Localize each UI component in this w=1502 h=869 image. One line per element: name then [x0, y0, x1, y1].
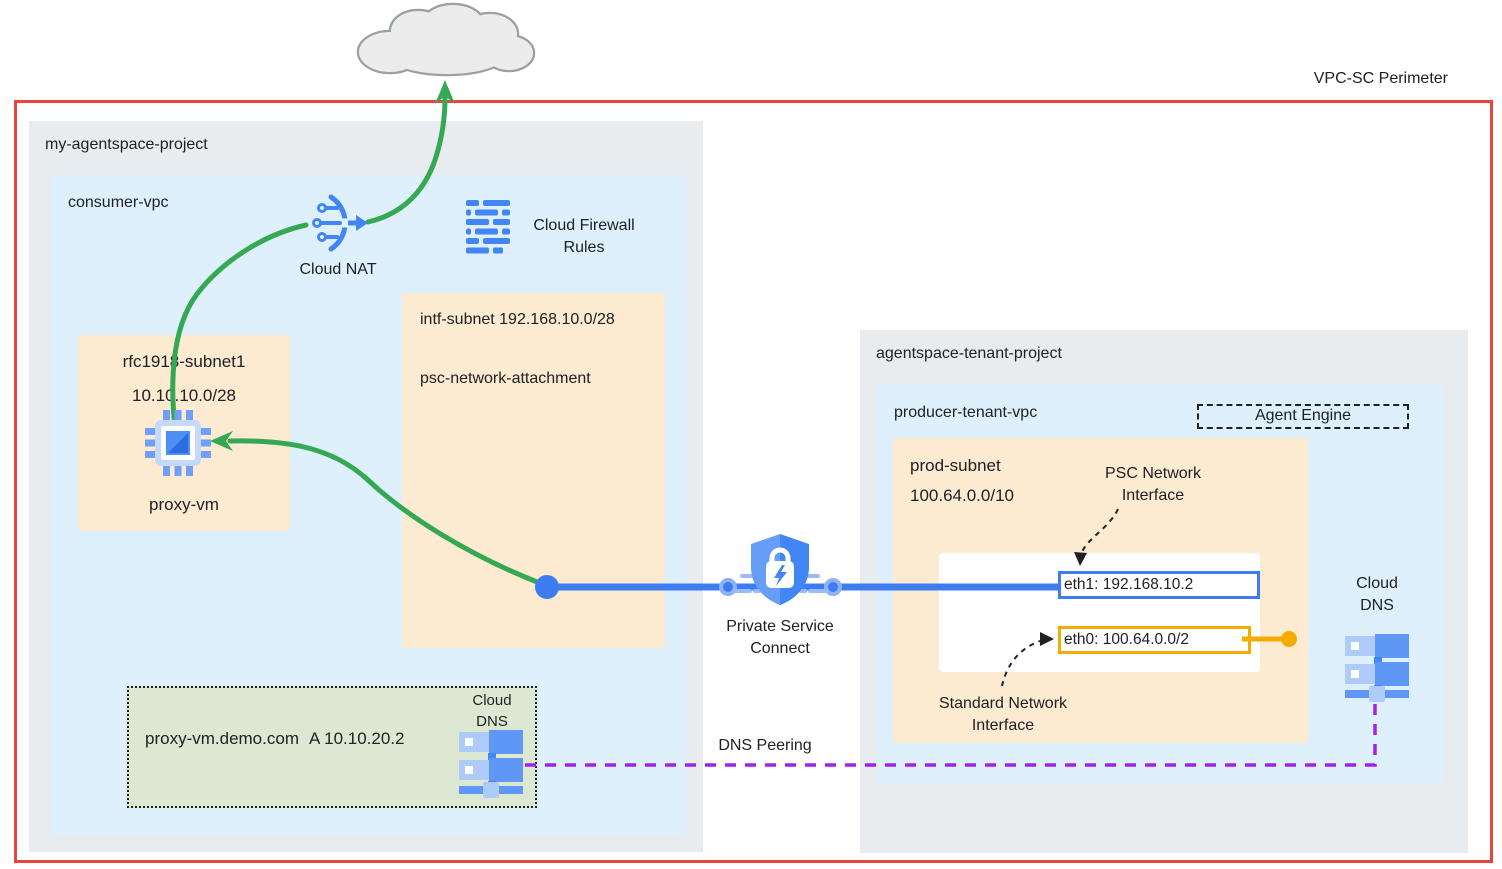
tenant-cloud-dns-label: Cloud DNS: [1345, 573, 1409, 617]
tenant-dns-line1: Cloud: [1356, 575, 1398, 592]
psc-network-attachment-label: psc-network-attachment: [420, 370, 591, 387]
prod-subnet-name: prod-subnet: [910, 456, 1001, 475]
consumer-vpc-label: consumer-vpc: [68, 194, 169, 211]
dns-record: proxy-vm.demo.com A 10.10.20.2: [145, 729, 404, 749]
producer-vpc-label: producer-tenant-vpc: [894, 404, 1038, 421]
consumer-project-label: my-agentspace-project: [45, 136, 208, 153]
dns-peering-label: DNS Peering: [718, 737, 812, 754]
psc-label-line1: Private Service: [726, 618, 834, 635]
tenant-project-label: agentspace-tenant-project: [876, 345, 1062, 362]
psc-network-interface-label: PSC Network Interface: [1091, 463, 1215, 507]
agent-engine-box: [1197, 404, 1409, 429]
intf-subnet-label: intf-subnet 192.168.10.0/28: [420, 311, 615, 328]
dns-record-name: proxy-vm.demo.com: [145, 729, 299, 748]
cloud-nat-label: Cloud NAT: [299, 261, 377, 278]
psc-interface-line1: PSC Network: [1104, 465, 1202, 482]
agent-engine-label: Agent Engine: [1254, 407, 1352, 424]
standard-interface-line2: Interface: [971, 717, 1035, 734]
psc-label-line2: Connect: [750, 640, 810, 657]
prod-subnet-cidr: 100.64.0.0/10: [910, 486, 1014, 505]
standard-interface-line1: Standard Network: [938, 695, 1068, 712]
intf-subnet-box: [402, 293, 665, 648]
cloud-firewall-line2: Rules: [563, 239, 605, 256]
dns-zone-label-line2: DNS: [476, 713, 508, 730]
psc-interface-line2: Interface: [1121, 487, 1185, 504]
proxy-vm-label: proxy-vm: [149, 495, 219, 514]
dns-record-value: A 10.10.20.2: [308, 729, 405, 748]
eth0-interface: eth0: 100.64.0.0/2: [1058, 626, 1251, 654]
vpc-sc-perimeter-box: [14, 100, 1493, 863]
standard-network-interface-label: Standard Network Interface: [931, 693, 1075, 737]
tenant-dns-line2: DNS: [1360, 597, 1394, 614]
dns-zone-label-line1: Cloud: [472, 692, 512, 709]
rfc1918-subnet-cidr: 10.10.10.0/28: [132, 386, 236, 405]
internet-label: Internet: [412, 32, 478, 53]
perimeter-label: VPC-SC Perimeter: [1313, 70, 1448, 87]
dns-zone-cloud-dns-label: Cloud DNS: [460, 690, 524, 732]
eth1-interface: eth1: 192.168.10.2: [1058, 571, 1260, 599]
cloud-firewall-line1: Cloud Firewall: [533, 217, 635, 234]
private-service-connect-label: Private Service Connect: [714, 616, 846, 660]
cloud-firewall-label: Cloud Firewall Rules: [520, 215, 648, 259]
rfc1918-subnet-name: rfc1918-subnet1: [122, 352, 246, 371]
